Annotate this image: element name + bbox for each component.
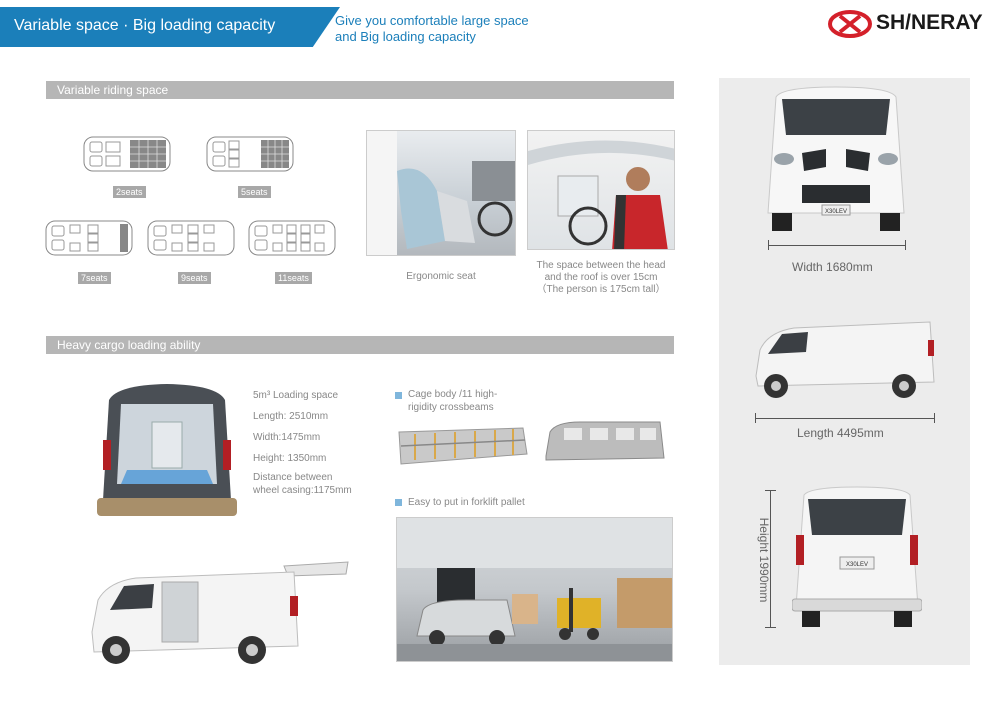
forklift-photo bbox=[396, 517, 673, 662]
length-label: Length bbox=[797, 426, 834, 440]
height-dimension-label: Height 1990mm bbox=[757, 512, 771, 608]
caption-headroom: The space between the head and the roof … bbox=[522, 260, 680, 296]
caption-headroom-line-2: and the roof is over 15cm bbox=[544, 272, 658, 283]
body-frame-image bbox=[545, 421, 665, 461]
seat-label-5seats: 5seats bbox=[238, 186, 271, 198]
shineray-logo-icon bbox=[828, 10, 872, 38]
van-front-view-image: X30LEV bbox=[767, 86, 905, 231]
seat-label-11seats: 11seats bbox=[275, 272, 312, 284]
height-dimension-tick bbox=[765, 627, 776, 628]
length-dimension-tick bbox=[755, 413, 756, 423]
front-plate-text: X30LEV bbox=[825, 209, 847, 215]
subtitle-line-2: and Big loading capacity bbox=[335, 29, 476, 44]
width-value: 1680mm bbox=[826, 260, 873, 274]
caption-headroom-line-3: （The person is 175cm tall） bbox=[536, 284, 666, 295]
height-dimension-tick bbox=[765, 490, 776, 491]
seat-diagram-7seats bbox=[45, 220, 133, 256]
spec-length: Length: 2510mm bbox=[253, 411, 329, 422]
feature-cage-line-1: Cage body /11 high- bbox=[408, 389, 498, 400]
headroom-photo bbox=[527, 130, 675, 250]
side-van-open-door-image bbox=[91, 561, 349, 664]
seat-diagram-11seats bbox=[248, 220, 336, 256]
width-dimension-tick bbox=[768, 240, 769, 250]
rear-cargo-photo bbox=[97, 380, 237, 525]
seat-label-2seats: 2seats bbox=[113, 186, 146, 198]
subtitle-line-1: Give you comfortable large space bbox=[335, 13, 529, 28]
seat-diagram-9seats bbox=[147, 220, 235, 256]
van-rear-view-image: X30LEV bbox=[792, 486, 922, 627]
height-value: 1990mm bbox=[757, 555, 771, 603]
spec-width: Width:1475mm bbox=[253, 432, 321, 443]
seat-label-7seats: 7seats bbox=[78, 272, 111, 284]
page-title: Variable space · Big loading capacity bbox=[14, 17, 276, 34]
seat-diagram-5seats bbox=[206, 136, 294, 172]
bullet-icon bbox=[395, 392, 402, 399]
width-label: Width bbox=[792, 260, 823, 274]
rear-plate-text: X30LEV bbox=[846, 562, 868, 568]
seat-label-9seats: 9seats bbox=[178, 272, 211, 284]
brand-name: SH/NERAY bbox=[876, 11, 983, 34]
length-dimension-label: Length 4495mm bbox=[797, 426, 884, 440]
caption-headroom-line-1: The space between the head bbox=[536, 260, 666, 271]
feature-forklift: Easy to put in forklift pallet bbox=[408, 497, 525, 508]
ergonomic-seat-photo bbox=[366, 130, 516, 256]
spec-wheel-line-1: Distance between bbox=[253, 472, 333, 483]
section-bar-riding: Variable riding space bbox=[46, 81, 674, 99]
length-value: 4495mm bbox=[837, 426, 884, 440]
section-bar-cargo: Heavy cargo loading ability bbox=[46, 336, 674, 354]
title-banner bbox=[0, 7, 340, 47]
spec-wheel-casing: Distance between wheel casing:1175mm bbox=[253, 471, 352, 497]
feature-cage-line-2: rigidity crossbeams bbox=[408, 402, 494, 413]
width-dimension-line bbox=[768, 245, 906, 246]
spec-wheel-line-2: wheel casing:1175mm bbox=[253, 485, 352, 496]
spec-height: Height: 1350mm bbox=[253, 453, 327, 464]
height-dimension-line bbox=[770, 490, 771, 628]
height-label: Height bbox=[757, 517, 771, 553]
van-side-view-image bbox=[755, 321, 935, 398]
length-dimension-tick bbox=[934, 413, 935, 423]
bullet-icon bbox=[395, 499, 402, 506]
caption-ergonomic-seat: Ergonomic seat bbox=[406, 271, 476, 282]
chassis-frame-image bbox=[398, 427, 528, 465]
page-subtitle: Give you comfortable large space and Big… bbox=[335, 13, 529, 45]
feature-cage-body: Cage body /11 high- rigidity crossbeams bbox=[408, 388, 497, 414]
spec-loading-space: 5m³ Loading space bbox=[253, 390, 339, 401]
width-dimension-tick bbox=[905, 240, 906, 250]
length-dimension-line bbox=[755, 418, 935, 419]
width-dimension-label: Width 1680mm bbox=[792, 260, 873, 274]
seat-diagram-2seats bbox=[83, 136, 171, 172]
